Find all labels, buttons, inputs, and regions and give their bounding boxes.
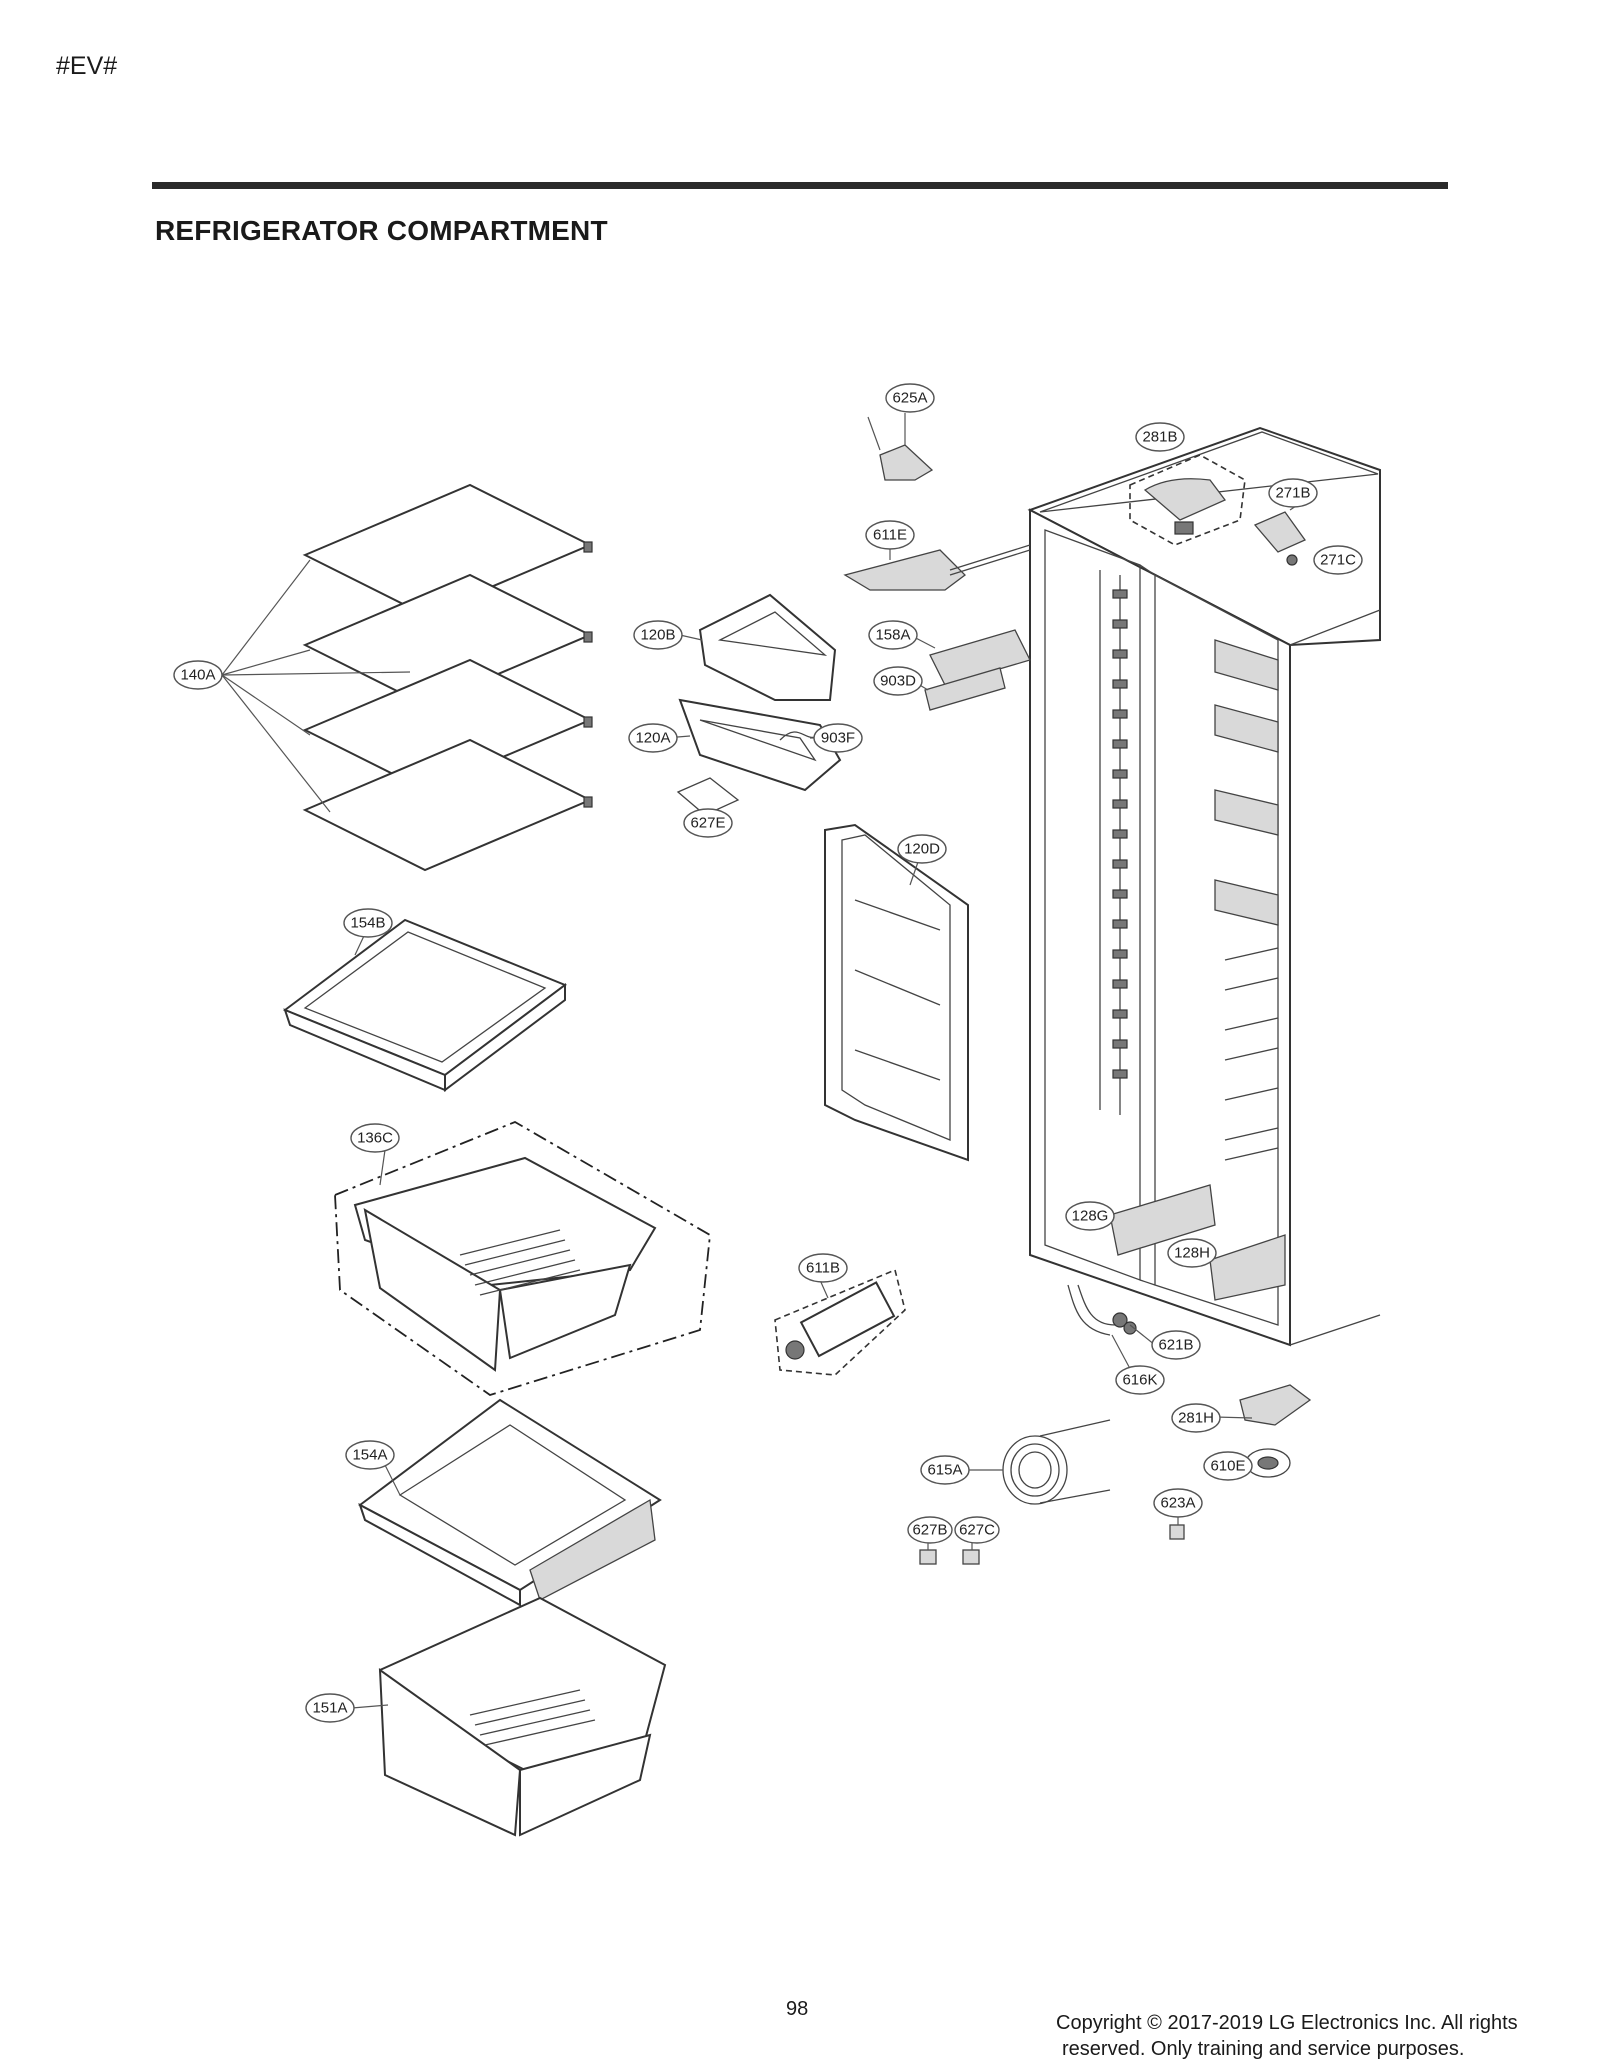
section-title: REFRIGERATOR COMPARTMENT (155, 215, 608, 246)
callout-128G: 128G (1065, 1201, 1115, 1231)
callout-281H: 281H (1171, 1403, 1221, 1433)
svg-text:611B: 611B (806, 1260, 840, 1277)
svg-text:616K: 616K (1122, 1372, 1157, 1389)
svg-text:610E: 610E (1210, 1458, 1245, 1475)
callout-627E: 627E (683, 808, 733, 838)
copyright-line-2: reserved. Only training and service purp… (1062, 2038, 1465, 2060)
crisper-cover-frame (282, 918, 568, 1092)
svg-text:615A: 615A (927, 1462, 962, 1479)
svg-text:120A: 120A (635, 730, 670, 747)
upper-components (664, 413, 1031, 1162)
svg-text:627E: 627E (690, 815, 725, 832)
page-number: 98 (786, 1998, 809, 2020)
callout-154B: 154B (343, 908, 393, 938)
svg-text:623A: 623A (1160, 1495, 1195, 1512)
callout-136C: 136C (350, 1123, 400, 1153)
water-filter (774, 1268, 906, 1376)
title-rule (152, 182, 1448, 189)
callout-627C: 627C (954, 1516, 1000, 1544)
svg-text:281H: 281H (1178, 1410, 1214, 1427)
svg-text:154A: 154A (352, 1447, 387, 1464)
svg-text:140A: 140A (180, 667, 215, 684)
callout-158A: 158A (868, 620, 918, 650)
callout-627B: 627B (907, 1516, 953, 1544)
svg-text:621B: 621B (1158, 1337, 1193, 1354)
callout-120A: 120A (628, 723, 678, 753)
copyright-line-1: Copyright © 2017-2019 LG Electronics Inc… (1056, 2012, 1518, 2034)
svg-text:625A: 625A (892, 390, 927, 407)
callout-610E: 610E (1203, 1451, 1253, 1481)
lower-drawer (351, 1596, 667, 1837)
svg-text:158A: 158A (875, 627, 910, 644)
copyright-notice: Copyright © 2017-2019 LG Electronics Inc… (1056, 2010, 1556, 2062)
svg-text:271C: 271C (1320, 552, 1356, 569)
svg-text:281B: 281B (1142, 429, 1177, 446)
callout-120D: 120D (897, 834, 947, 864)
refrigerator-cabinet (1027, 426, 1381, 1347)
callout-154A: 154A (345, 1440, 395, 1470)
upper-drawer (334, 1121, 711, 1396)
svg-text:903D: 903D (880, 673, 916, 690)
svg-text:271B: 271B (1275, 485, 1310, 502)
callout-151A: 151A (305, 1693, 355, 1723)
callout-611B: 611B (798, 1253, 848, 1283)
svg-text:154B: 154B (350, 915, 385, 932)
svg-text:151A: 151A (312, 1700, 347, 1717)
svg-text:611E: 611E (873, 527, 907, 544)
glass-shelves (221, 483, 593, 872)
svg-text:627B: 627B (912, 1522, 947, 1539)
callout-140A: 140A (173, 660, 223, 690)
callout-611E: 611E (865, 520, 915, 550)
callout-615A: 615A (920, 1455, 970, 1485)
svg-text:136C: 136C (357, 1130, 393, 1147)
svg-text:627C: 627C (959, 1522, 995, 1539)
callout-903D: 903D (873, 666, 923, 696)
callout-271C: 271C (1313, 545, 1363, 575)
callout-903F: 903F (813, 723, 863, 753)
callout-625A: 625A (885, 383, 935, 413)
svg-text:128G: 128G (1072, 1208, 1109, 1225)
callout-616K: 616K (1115, 1365, 1165, 1395)
callout-271B: 271B (1268, 478, 1318, 508)
callout-621B: 621B (1151, 1330, 1201, 1360)
callout-281B: 281B (1135, 422, 1185, 452)
svg-text:120B: 120B (640, 627, 675, 644)
svg-text:120D: 120D (904, 841, 940, 858)
callout-120B: 120B (633, 620, 683, 650)
callout-128H: 128H (1167, 1238, 1217, 1268)
callout-623A: 623A (1153, 1488, 1203, 1518)
pantry-tray (358, 1398, 662, 1607)
model-code: #EV# (56, 52, 118, 80)
svg-text:128H: 128H (1174, 1245, 1210, 1262)
svg-text:903F: 903F (821, 730, 855, 747)
